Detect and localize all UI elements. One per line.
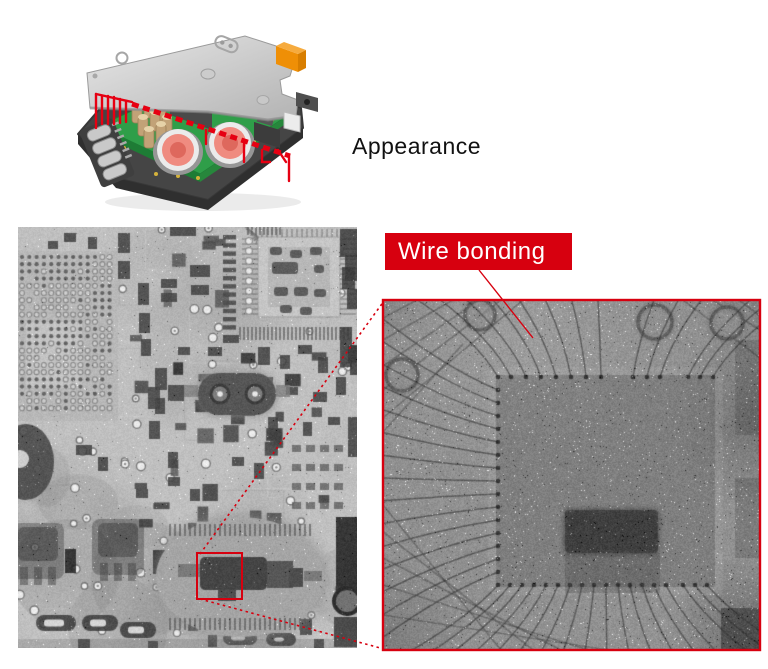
wire-bonding-label: Wire bonding (385, 233, 572, 270)
ecu-mount-tab (283, 92, 318, 133)
xray-zoom-image (383, 300, 760, 650)
ecu-seal-trace (94, 92, 291, 183)
ecu-lid (86, 35, 299, 122)
ecu-appearance-illustration (77, 35, 318, 211)
ecu-pink-coils (153, 122, 255, 175)
ecu-connector-orange (276, 42, 306, 72)
xray-overview-image (18, 227, 357, 648)
appearance-caption: Appearance (352, 133, 482, 159)
